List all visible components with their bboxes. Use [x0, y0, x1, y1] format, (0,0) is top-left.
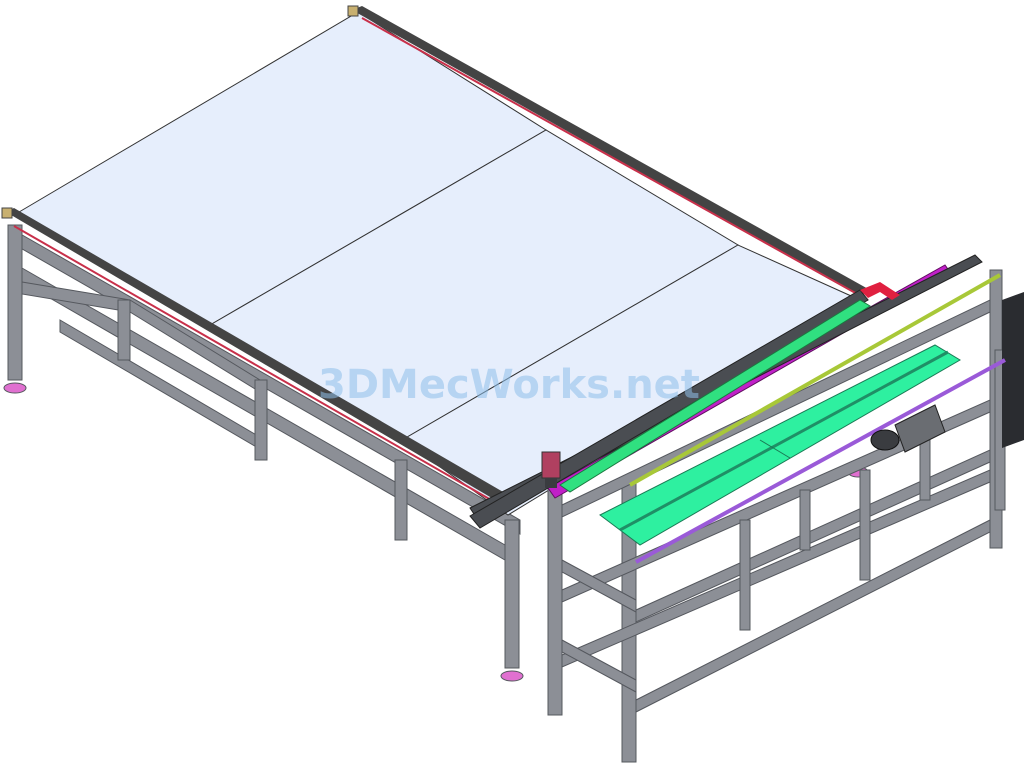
table-top [12, 11, 862, 516]
control-cabinet [1002, 292, 1024, 448]
conveyor-bed [599, 344, 961, 546]
leveling-foot-left [3, 382, 27, 394]
watermark-text: 3DMecWorks.net [318, 362, 700, 408]
leveling-foot-front [500, 670, 524, 682]
cutting-head-row [559, 299, 871, 493]
drive-motor [870, 404, 946, 453]
gantry-end-bracket [860, 282, 900, 300]
table-frame [7, 224, 521, 669]
guide-rod-purple [635, 358, 1006, 564]
corner-bracket [1, 5, 359, 219]
guide-rod-lime [629, 273, 1001, 487]
side-rail [6, 6, 870, 509]
servo-motor [541, 451, 561, 488]
